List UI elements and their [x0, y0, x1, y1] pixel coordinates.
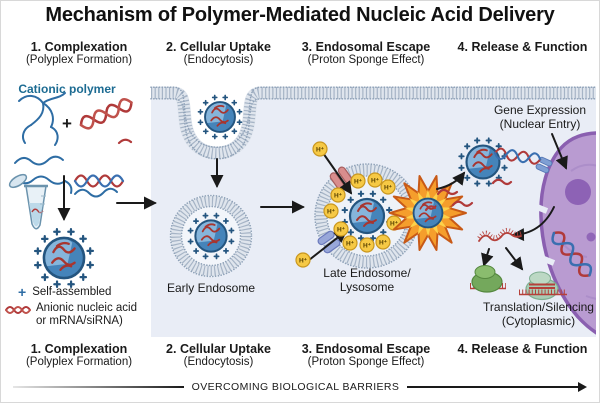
svg-text:H⁺: H⁺ [327, 208, 336, 215]
early-endosome [169, 194, 253, 278]
mrna-strand [451, 200, 474, 207]
hplus-ion: H⁺ [350, 173, 366, 189]
nucleus [535, 131, 596, 335]
step-footer-release: 4. Release & Function [449, 342, 596, 356]
polyplex-escaping [412, 197, 444, 229]
barrier-line-left [13, 386, 184, 388]
svg-text:H⁺: H⁺ [379, 239, 388, 246]
arrow-gene-expression-pointer [551, 133, 568, 170]
plus-sign: + [62, 114, 72, 133]
step-header-complexation: 1. Complexation (Polyplex Formation) [9, 40, 149, 67]
step-sublabel: (Proton Sponge Effect) [307, 356, 425, 368]
hplus-ion: H⁺ [359, 237, 375, 253]
polymer-strand [74, 187, 118, 198]
legend-self-assembled: + Self-assembled [18, 284, 112, 300]
arrow-to-ribosome-2 [505, 247, 524, 271]
legend-anionic: Anionic nucleic acid or mRNA/siRNA) [4, 302, 137, 328]
nucleic-acid-fragment [117, 138, 133, 145]
hplus-ion: H⁺ [333, 221, 349, 237]
mrna-strand [436, 188, 459, 196]
step-footer-escape: 3. Endosomal Escape (Proton Sponge Effec… [296, 342, 436, 369]
gene-expression-label: Gene Expression (Nuclear Entry) [493, 103, 587, 131]
ribosome-translation [470, 265, 506, 293]
step-label: 2. Cellular Uptake [166, 40, 271, 54]
step-label: 3. Endosomal Escape [301, 342, 431, 356]
step-label: 1. Complexation [30, 342, 128, 356]
step-header-release: 4. Release & Function [449, 40, 596, 54]
step-label: 3. Endosomal Escape [301, 40, 431, 54]
hplus-ion: H⁺ [367, 172, 383, 188]
cationic-polymer-strands [14, 92, 73, 194]
svg-text:H⁺: H⁺ [334, 192, 343, 199]
step-sublabel: (Polyplex Formation) [25, 54, 133, 66]
svg-text:H⁺: H⁺ [363, 242, 372, 249]
hplus-ion: H⁺ [380, 179, 396, 195]
svg-text:H⁺: H⁺ [299, 257, 308, 264]
step-footer-uptake: 2. Cellular Uptake (Endocytosis) [151, 342, 286, 369]
arrow-to-ribosome-1 [481, 248, 494, 267]
step-sublabel: (Proton Sponge Effect) [307, 54, 425, 66]
nucleolus-dot [586, 232, 596, 242]
hplus-ion: H⁺ [323, 203, 339, 219]
nucleic-acid-helix [73, 174, 125, 188]
barrier-arrow: OVERCOMING BIOLOGICAL BARRIERS [13, 379, 587, 395]
svg-text:H⁺: H⁺ [346, 240, 355, 247]
step-label: 1. Complexation [30, 40, 128, 54]
step-sublabel: (Endocytosis) [183, 356, 254, 368]
nucleolus [565, 179, 591, 205]
mrna-strand [491, 178, 513, 186]
microcentrifuge-tube [8, 173, 48, 230]
arrow-escape [436, 171, 466, 190]
nuclear-pore-gaps [535, 204, 556, 266]
step-label: 4. Release & Function [457, 342, 588, 356]
translation-silencing-label: Translation/Silencing (Cytoplasmic) [483, 300, 594, 328]
polyplex-in-late-endosome [343, 192, 392, 241]
hplus-ion: H⁺ [295, 252, 311, 268]
polyplex-released [459, 138, 507, 186]
barrier-line-right [407, 386, 578, 388]
arrowhead-icon [578, 382, 587, 392]
svg-text:H⁺: H⁺ [390, 220, 399, 227]
mrna-strand [424, 205, 437, 212]
step-footer-complexation: 1. Complexation (Polyplex Formation) [9, 342, 149, 369]
step-label: 4. Release & Function [457, 40, 588, 54]
polyplex-in-endosome [188, 213, 233, 258]
legend-text: Anionic nucleic acid or mRNA/siRNA) [36, 302, 138, 327]
polyplex-nanoparticle [35, 229, 93, 287]
arrow-proton-influx-1 [322, 152, 353, 195]
svg-text:H⁺: H⁺ [354, 178, 363, 185]
hplus-ion: H⁺ [330, 187, 346, 203]
hplus-ion: H⁺ [312, 141, 328, 157]
anionic-nucleic-acid-icon [5, 306, 31, 314]
cationic-polymer-label: Cationic polymer [18, 82, 116, 96]
polyplex-in-pit [198, 95, 241, 138]
figure-title: Mechanism of Polymer-Mediated Nucleic Ac… [45, 4, 555, 26]
step-label: 2. Cellular Uptake [166, 342, 271, 356]
svg-text:H⁺: H⁺ [384, 184, 393, 191]
hplus-ion: H⁺ [342, 235, 358, 251]
barrier-label: OVERCOMING BIOLOGICAL BARRIERS [191, 381, 400, 393]
step-header-uptake: 2. Cellular Uptake (Endocytosis) [151, 40, 286, 67]
step-sublabel: (Polyplex Formation) [25, 356, 133, 368]
legend-text: Self-assembled [32, 286, 112, 298]
svg-text:H⁺: H⁺ [371, 177, 380, 184]
step-sublabel: (Endocytosis) [183, 54, 254, 66]
late-endosome-label: Late Endosome/ Lysosome [323, 266, 411, 294]
ribosome-silencing [519, 271, 567, 301]
step-header-escape: 3. Endosomal Escape (Proton Sponge Effec… [296, 40, 436, 67]
mrna-released [477, 227, 522, 242]
early-endosome-label: Early Endosome [166, 281, 256, 295]
hplus-ion: H⁺ [375, 234, 391, 250]
svg-text:H⁺: H⁺ [316, 146, 325, 153]
nucleic-acid-helix [77, 95, 136, 133]
arrow-proton-influx-2 [303, 229, 348, 265]
plus-icon: + [18, 284, 27, 300]
svg-text:H⁺: H⁺ [337, 226, 346, 233]
